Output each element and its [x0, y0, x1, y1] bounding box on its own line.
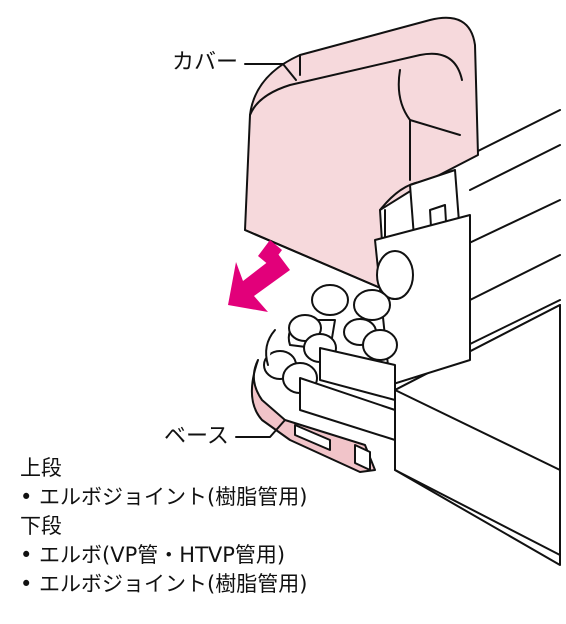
lower-heading: 下段 [20, 514, 62, 538]
cover-leader-line [244, 63, 297, 81]
lower-item: • エルボジョイント(樹脂管用) [20, 572, 308, 596]
cover-label: カバー [172, 50, 239, 75]
fitting-notes: 上段 • エルボジョイント(樹脂管用) 下段 • エルボ(VP管・HTVP管用)… [20, 454, 307, 599]
upper-item: • エルボジョイント(樹脂管用) [20, 485, 308, 509]
upper-duct [464, 109, 561, 346]
base-label: ベース [164, 424, 229, 449]
direction-arrow-icon [228, 240, 290, 312]
pipe-fittings [263, 214, 471, 441]
cover [244, 16, 479, 291]
lower-item: • エルボ(VP管・HTVP管用) [20, 543, 286, 567]
base [250, 359, 376, 473]
base-leader-line [235, 419, 286, 438]
upper-heading: 上段 [20, 456, 62, 480]
